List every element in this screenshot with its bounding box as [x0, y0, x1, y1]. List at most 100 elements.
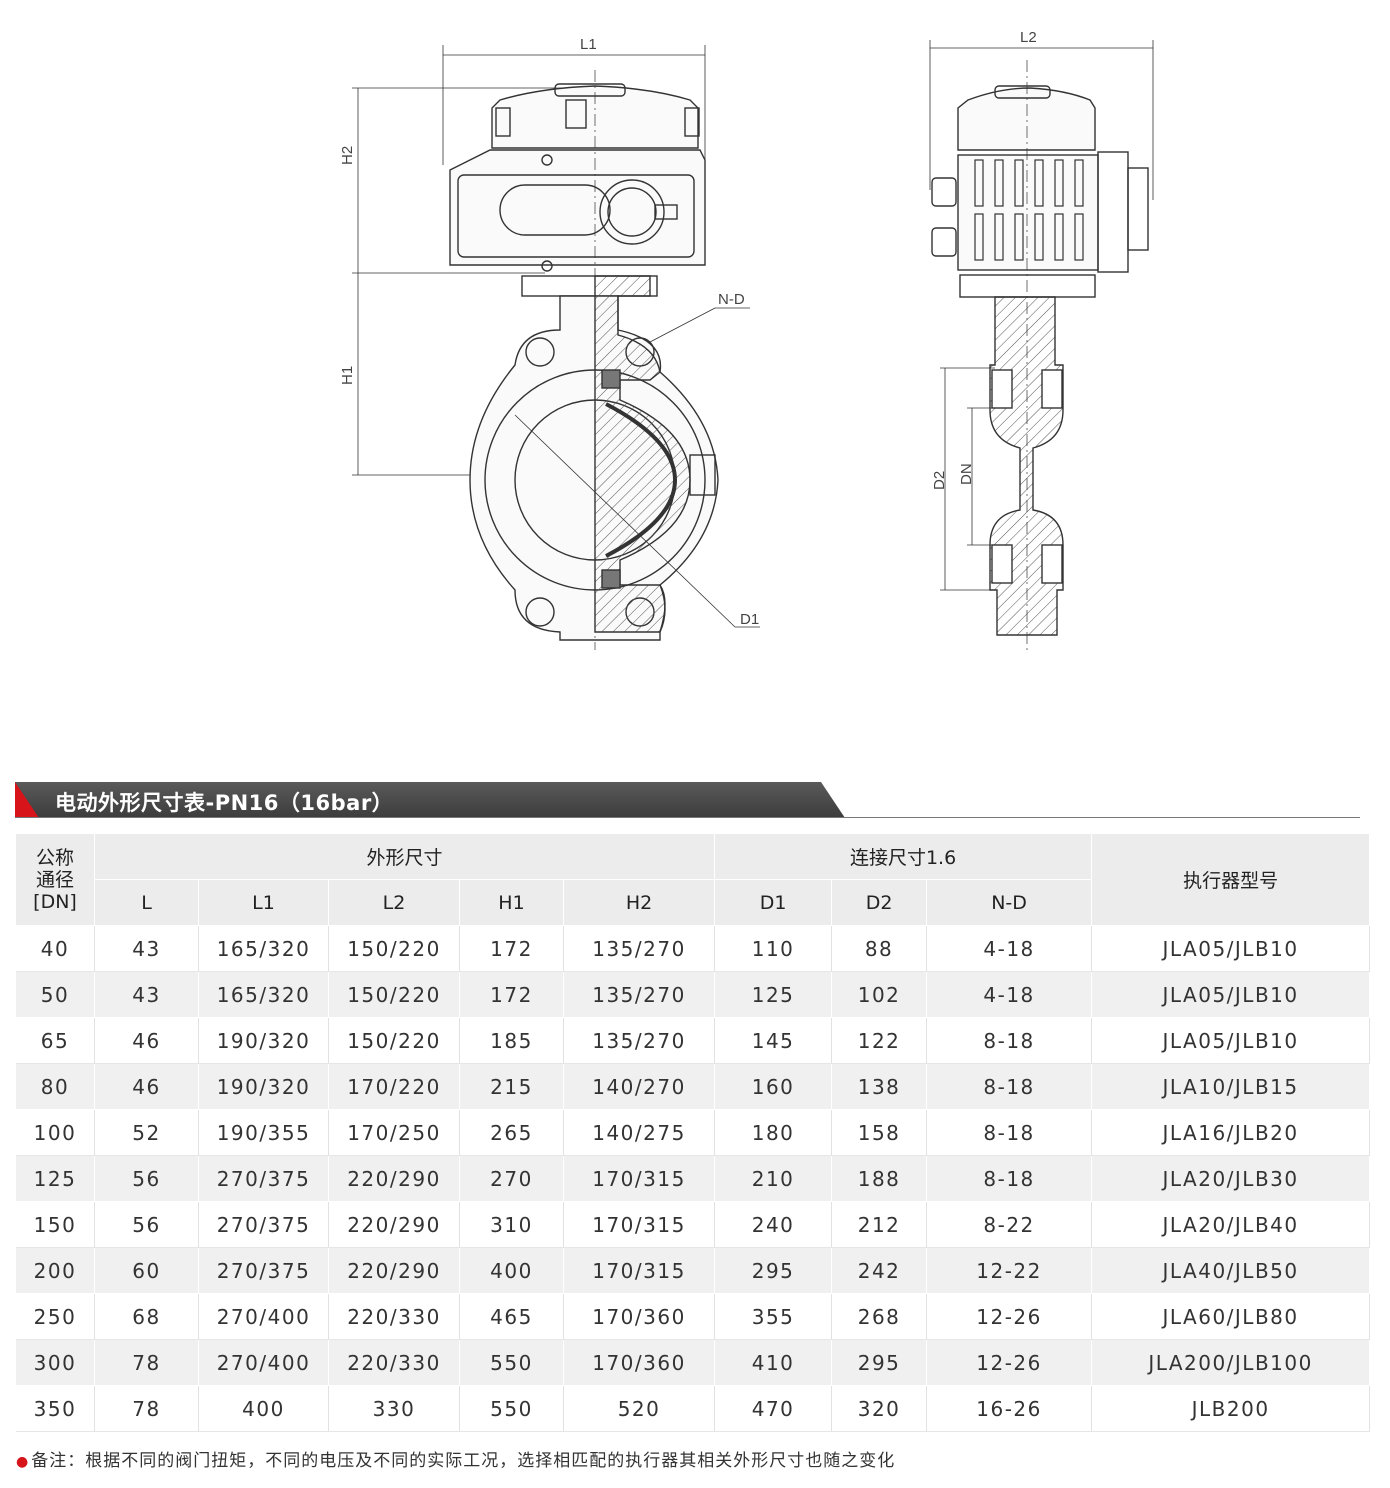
table-cell: 320: [832, 1386, 928, 1432]
table-cell: 180: [715, 1110, 833, 1156]
table-cell: 212: [832, 1202, 928, 1248]
dim-label-nd: N-D: [718, 291, 745, 308]
table-cell: 240: [715, 1202, 833, 1248]
table-cell: 270/400: [199, 1294, 329, 1340]
table-cell: 160: [715, 1064, 833, 1110]
table-cell: 270: [460, 1156, 564, 1202]
table-cell: 170/250: [329, 1110, 460, 1156]
table-cell: JLA16/JLB20: [1092, 1110, 1371, 1156]
dim-label-d1: D1: [740, 611, 759, 628]
table-cell: 12-22: [927, 1248, 1093, 1294]
table-cell: 270/375: [199, 1202, 329, 1248]
table-cell: 135/270: [564, 1018, 716, 1064]
table-cell: 188: [832, 1156, 928, 1202]
table-cell: 215: [460, 1064, 564, 1110]
table-cell: 43: [95, 926, 199, 972]
table-cell: 8-18: [927, 1018, 1093, 1064]
table-cell: JLA10/JLB15: [1092, 1064, 1371, 1110]
table-cell: JLA40/JLB50: [1092, 1248, 1371, 1294]
table-cell: 170/315: [564, 1202, 716, 1248]
table-cell: 46: [95, 1018, 199, 1064]
table-cell: 220/290: [329, 1248, 460, 1294]
table-cell: 8-18: [927, 1156, 1093, 1202]
table-cell: 250: [16, 1294, 95, 1340]
table-cell: 56: [95, 1202, 199, 1248]
table-cell: 550: [460, 1386, 564, 1432]
table-cell: 8-22: [927, 1202, 1093, 1248]
table-cell: 12-26: [927, 1340, 1093, 1386]
header-nd: N-D: [927, 880, 1093, 926]
table-cell: 138: [832, 1064, 928, 1110]
table-cell: 150/220: [329, 1018, 460, 1064]
dim-label-dn: DN: [958, 463, 975, 485]
table-cell: 4-18: [927, 926, 1093, 972]
header-dn: 公称 通径 [DN]: [16, 834, 95, 926]
table-cell: JLA20/JLB40: [1092, 1202, 1371, 1248]
table-cell: 125: [715, 972, 833, 1018]
table-cell: 310: [460, 1202, 564, 1248]
dim-label-h1: H1: [339, 366, 356, 385]
footnote-text: 备注：根据不同的阀门扭矩，不同的电压及不同的实际工况，选择相匹配的执行器其相关外…: [31, 1451, 896, 1471]
table-cell: 220/290: [329, 1156, 460, 1202]
table-cell: 210: [715, 1156, 833, 1202]
table-cell: 465: [460, 1294, 564, 1340]
table-cell: 170/360: [564, 1294, 716, 1340]
table-cell: 172: [460, 926, 564, 972]
table-cell: 270/400: [199, 1340, 329, 1386]
side-view-labels: L2 D2 DN: [931, 29, 1037, 490]
table-cell: JLA05/JLB10: [1092, 972, 1371, 1018]
section-title: 电动外形尺寸表-PN16（16bar）: [55, 791, 394, 815]
table-cell: 40: [16, 926, 95, 972]
header-h2: H2: [564, 880, 716, 926]
table-cell: JLB200: [1092, 1386, 1371, 1432]
table-cell: 220/290: [329, 1202, 460, 1248]
table-cell: 135/270: [564, 972, 716, 1018]
table-cell: 165/320: [199, 926, 329, 972]
table-cell: 190/320: [199, 1018, 329, 1064]
table-cell: 60: [95, 1248, 199, 1294]
table-cell: 16-26: [927, 1386, 1093, 1432]
table-cell: 145: [715, 1018, 833, 1064]
table-cell: 242: [832, 1248, 928, 1294]
table-cell: 520: [564, 1386, 716, 1432]
table-cell: 300: [16, 1340, 95, 1386]
table-cell: 100: [16, 1110, 95, 1156]
table-cell: 68: [95, 1294, 199, 1340]
table-cell: 110: [715, 926, 833, 972]
header-outer-dimensions: 外形尺寸: [95, 834, 716, 880]
table-cell: JLA200/JLB100: [1092, 1340, 1371, 1386]
table-cell: 150/220: [329, 926, 460, 972]
table-cell: 12-26: [927, 1294, 1093, 1340]
table-cell: 122: [832, 1018, 928, 1064]
table-cell: 78: [95, 1386, 199, 1432]
table-cell: 200: [16, 1248, 95, 1294]
table-cell: 170/220: [329, 1064, 460, 1110]
table-cell: 470: [715, 1386, 833, 1432]
table-cell: 52: [95, 1110, 199, 1156]
table-cell: 220/330: [329, 1294, 460, 1340]
table-cell: 56: [95, 1156, 199, 1202]
table-cell: 50: [16, 972, 95, 1018]
table-cell: 550: [460, 1340, 564, 1386]
table-cell: 158: [832, 1110, 928, 1156]
table-cell: 170/360: [564, 1340, 716, 1386]
table-cell: 150: [16, 1202, 95, 1248]
dim-label-l1: L1: [580, 36, 597, 53]
table-cell: 185: [460, 1018, 564, 1064]
header-h1: H1: [460, 880, 564, 926]
table-cell: 330: [329, 1386, 460, 1432]
table-cell: 190/320: [199, 1064, 329, 1110]
dim-label-d2: D2: [931, 471, 948, 490]
table-cell: 165/320: [199, 972, 329, 1018]
table-cell: 140/275: [564, 1110, 716, 1156]
table-cell: 355: [715, 1294, 833, 1340]
header-l: L: [95, 880, 199, 926]
bullet-icon: ●: [16, 1454, 30, 1470]
table-cell: JLA05/JLB10: [1092, 1018, 1371, 1064]
